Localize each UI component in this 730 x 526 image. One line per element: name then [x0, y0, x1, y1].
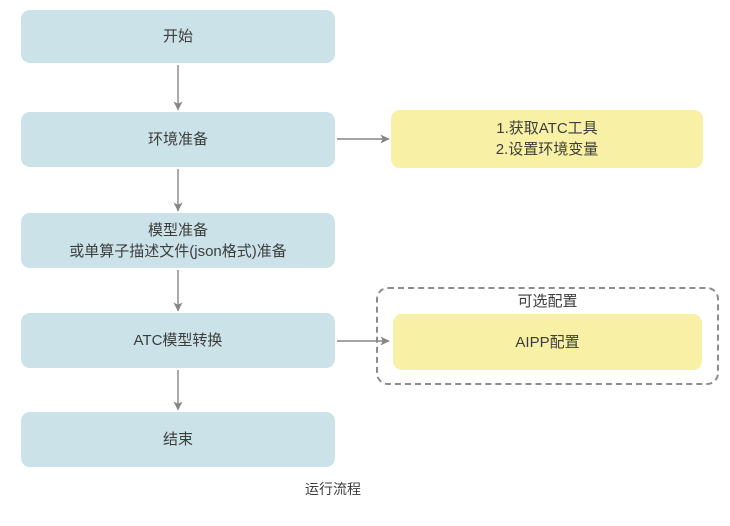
node-end: 结束	[21, 412, 335, 467]
optional-config-group-title: 可选配置	[517, 293, 578, 310]
note-aipp-config: AIPP配置	[393, 314, 702, 370]
node-model-prep: 模型准备 或单算子描述文件(json格式)准备	[21, 213, 335, 268]
figure-caption: 运行流程	[305, 481, 361, 497]
node-start: 开始	[21, 10, 335, 63]
note-env-setup-steps: 1.获取ATC工具 2.设置环境变量	[391, 110, 703, 168]
node-atc-convert: ATC模型转换	[21, 313, 335, 368]
node-env-prep: 环境准备	[21, 112, 335, 167]
optional-config-group: 可选配置 AIPP配置	[376, 287, 719, 385]
